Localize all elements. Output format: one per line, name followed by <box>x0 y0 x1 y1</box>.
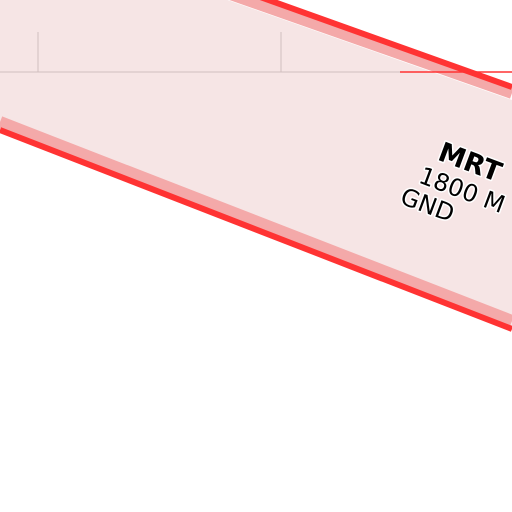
airspace-inner-border-bottom <box>0 116 512 327</box>
airspace-fill <box>0 0 512 330</box>
airspace-border-top <box>259 0 512 90</box>
airspace-border-bottom <box>0 127 512 332</box>
airspace-inner-border-top <box>229 0 512 99</box>
airspace-corridor[interactable] <box>0 0 512 332</box>
